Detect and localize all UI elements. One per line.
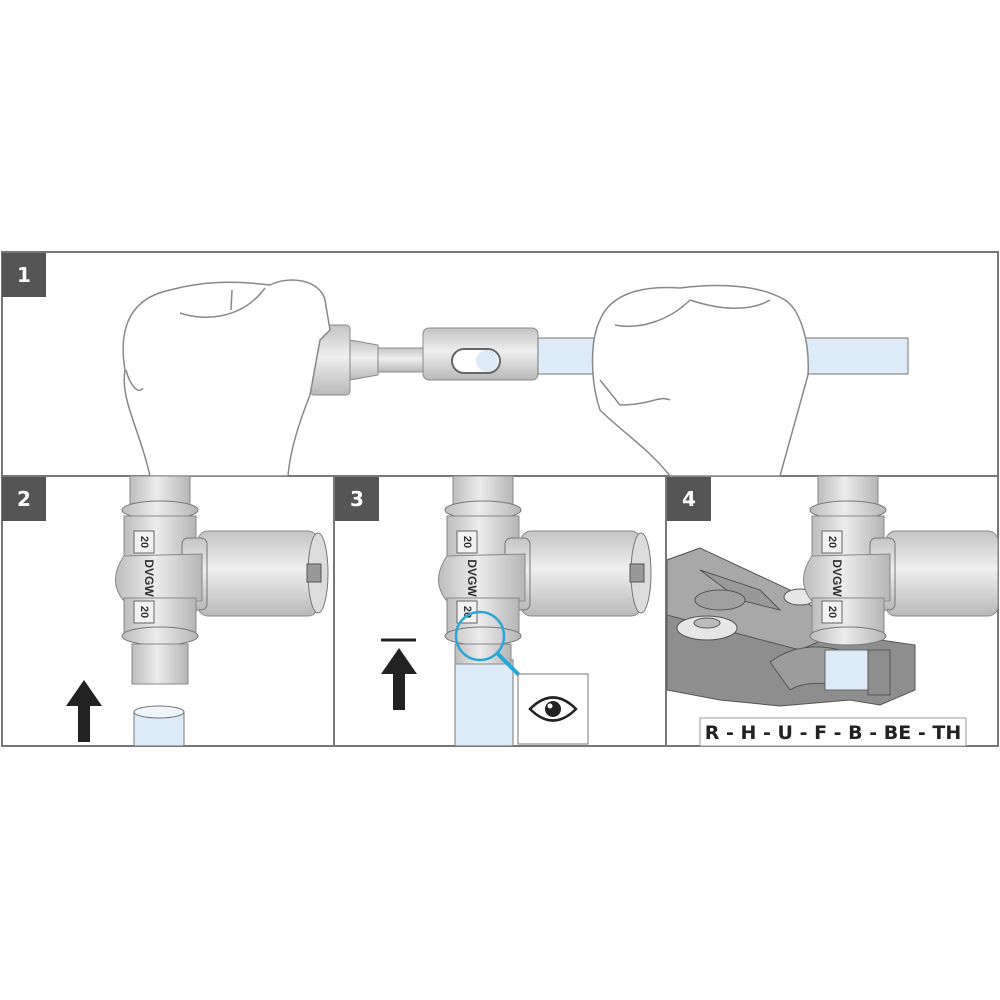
step-badge [667, 477, 711, 521]
brand-mark: DVGW [142, 559, 156, 597]
step-badge [2, 253, 46, 297]
step-3-panel: 20 DVGW 20 3 [335, 475, 652, 747]
pipe [454, 659, 514, 747]
brand-mark: DVGW [830, 559, 844, 597]
press-tee-fitting: 20 DVGW 20 [438, 475, 652, 665]
arrow-up-icon [66, 680, 102, 742]
size-label: 20 [461, 536, 473, 548]
pipe-end [133, 705, 185, 719]
step-number: 1 [17, 263, 31, 287]
calibration-tool [309, 324, 539, 396]
step-number: 2 [17, 487, 31, 511]
brand-mark: DVGW [465, 559, 479, 597]
press-tee-fitting: 20 DVGW 20 [803, 475, 999, 646]
press-profiles-label: R - H - U - F - B - BE - TH [705, 722, 961, 744]
hand-left [122, 279, 331, 477]
inspection-pointer [495, 651, 522, 678]
press-tee-fitting: 20 DVGW 20 [115, 475, 329, 685]
hand-right [591, 284, 809, 477]
inspection-circle [454, 610, 506, 662]
step-1-panel: 1 [2, 253, 909, 477]
size-label: 20 [138, 606, 150, 618]
step-4-panel: 20 DVGW 20 R - H - U - F - B - BE - TH 4 [666, 475, 999, 747]
step-number: 3 [350, 487, 364, 511]
press-profiles-box [699, 717, 967, 747]
size-label: 20 [826, 536, 838, 548]
step-2-panel: 20 DVGW 20 2 [2, 475, 329, 747]
press-jaw [666, 547, 916, 707]
size-label: 20 [826, 606, 838, 618]
arrow-up-icon [381, 648, 417, 710]
step-number: 4 [682, 487, 696, 511]
eye-icon [528, 696, 578, 722]
step-badge [2, 477, 46, 521]
step-badge [335, 477, 379, 521]
size-label: 20 [138, 536, 150, 548]
